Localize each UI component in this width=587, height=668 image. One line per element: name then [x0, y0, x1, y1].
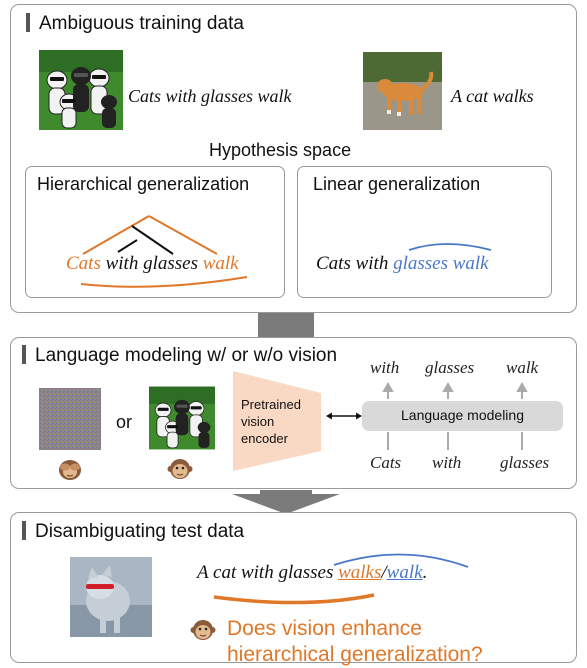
test-data-title-text: Disambiguating test data	[35, 521, 245, 542]
vision-encoder-label: Pretrained vision encoder	[241, 397, 301, 446]
language-modeling-box	[362, 401, 563, 431]
test-sentence-arcs	[213, 553, 469, 605]
lm-input-1: Cats	[370, 453, 402, 472]
cat-walking-image	[363, 52, 442, 130]
test-data-title: Disambiguating test data	[22, 521, 244, 543]
linear-arc	[408, 243, 492, 251]
lm-output-1: with	[370, 358, 400, 377]
sentence-period: .	[422, 562, 428, 583]
training-data-title-text: Ambiguous training data	[39, 13, 244, 34]
lm-input-3: glasses	[500, 453, 550, 472]
cats-image-small	[149, 386, 215, 450]
hier-modifier: with glasses	[105, 253, 198, 274]
hier-subject: Cats	[66, 253, 101, 274]
or-label: or	[116, 412, 133, 432]
hierarchical-title: Hierarchical generalization	[37, 174, 250, 194]
choice-walk: walk	[386, 562, 423, 583]
linear-title: Linear generalization	[313, 174, 481, 194]
encoder-lm-connector	[326, 412, 362, 420]
example1-caption: Cats with glasses walk	[128, 86, 292, 106]
lm-output-2: glasses	[425, 358, 475, 377]
noise-image	[39, 388, 101, 450]
hierarchical-tree	[80, 215, 248, 288]
lm-output-3: walk	[506, 358, 539, 377]
vision-encoder-shape	[233, 371, 321, 471]
linear-box	[297, 166, 552, 298]
linear-right: glasses walk	[393, 253, 489, 274]
hier-verb: walk	[202, 253, 239, 274]
linear-left: Cats with	[316, 253, 389, 274]
cat-with-glasses-test-image	[70, 557, 152, 637]
monkey-face-icon	[190, 620, 216, 640]
hypothesis-space-label: Hypothesis space	[209, 140, 352, 160]
lm-token-arrows	[382, 382, 528, 450]
choice-walks: walks	[338, 562, 382, 583]
language-modeling-title: Language modeling w/ or w/o vision	[22, 345, 337, 367]
see-no-evil-monkey-icon	[59, 460, 81, 480]
research-question-line2: hierarchical generalization?	[227, 643, 483, 666]
language-modeling-title-text: Language modeling w/ or w/o vision	[35, 345, 338, 366]
cats-with-glasses-image	[39, 50, 123, 130]
research-question-line1: Does vision enhance	[227, 617, 422, 640]
hierarchical-box	[25, 166, 285, 298]
monkey-face-icon	[167, 459, 193, 479]
example2-caption: A cat walks	[451, 86, 534, 106]
test-sentence: A cat with glasses walks/walk.	[197, 562, 427, 584]
linear-sentence: Cats with glasses walk	[316, 253, 489, 275]
flow-arrow-1	[258, 313, 314, 337]
test-sentence-prefix: A cat with glasses	[197, 562, 339, 583]
lm-input-2: with	[432, 453, 462, 472]
training-data-title: Ambiguous training data	[26, 13, 244, 35]
flow-arrow-2	[232, 490, 340, 514]
research-question: Does vision enhance hierarchical general…	[227, 616, 483, 668]
language-modeling-label: Language modeling	[401, 407, 524, 423]
hierarchical-sentence: Cats with glasses walk	[66, 253, 239, 275]
choice-slash: /	[381, 562, 387, 583]
